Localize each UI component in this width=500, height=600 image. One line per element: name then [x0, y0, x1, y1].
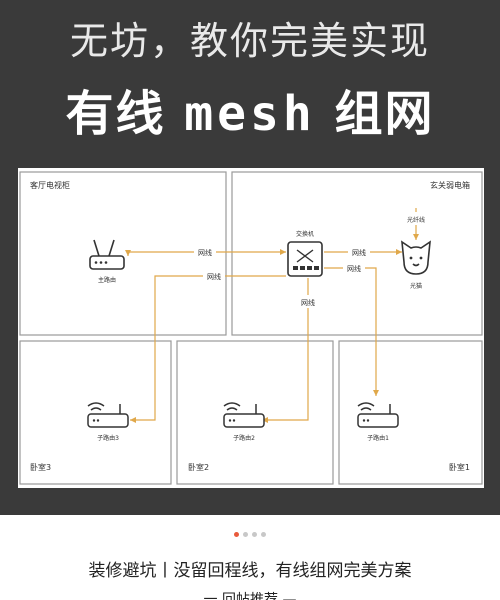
pager-dot[interactable] [243, 532, 248, 537]
room-bedroom2 [176, 340, 334, 485]
network-diagram: 网线 网线 网线 网线 网线 光纤线 客厅电视柜 玄关弱电箱 卧室3 卧室2 卧… [18, 168, 484, 488]
arrow-modem [396, 249, 402, 255]
arrow-sub1 [373, 390, 379, 396]
link-label-modem-sub1: 网线 [347, 264, 361, 273]
room-label-bedroom2: 卧室2 [188, 462, 209, 472]
room-living [19, 171, 227, 336]
device-label-modem: 光猫 [410, 282, 422, 290]
link-switch-sub2 [262, 278, 309, 421]
hero-banner: 无坊，教你完美实现 有线 mesh 组网 [0, 0, 500, 515]
device-label-switch: 交换机 [296, 230, 314, 238]
device-label-sub-router-2: 子路由2 [233, 434, 255, 442]
arrow-switch-left [280, 249, 286, 255]
room-label-weak-box: 玄关弱电箱 [430, 180, 470, 190]
link-modem-sub1 [324, 267, 377, 396]
hero-title-prefix: 有线 [65, 86, 166, 142]
room-label-bedroom3: 卧室3 [30, 462, 51, 472]
switch-icon [287, 241, 323, 277]
pager-dot[interactable] [252, 532, 257, 537]
sub-router-1-icon [357, 402, 399, 428]
room-weak-box [231, 171, 483, 336]
arrow-sub2 [262, 417, 268, 423]
device-label-sub-router-3: 子路由3 [97, 434, 119, 442]
link-label-fiber: 光纤线 [407, 216, 425, 224]
arrow-sub3 [130, 417, 136, 423]
sub-router-3-icon [87, 402, 129, 428]
arrow-main [125, 250, 131, 256]
pager-dot[interactable] [261, 532, 266, 537]
pager-dot[interactable] [234, 532, 239, 537]
link-switch-sub3 [130, 275, 286, 421]
link-label-switch-modem: 网线 [352, 248, 366, 257]
hero-title-suffix: 组网 [334, 86, 435, 142]
modem-icon [401, 240, 431, 275]
hero-title-mesh: mesh [184, 86, 316, 142]
sub-router-2-icon [223, 402, 265, 428]
hero-title: 有线 mesh 组网 [0, 74, 500, 144]
room-label-bedroom1: 卧室1 [449, 462, 470, 472]
link-label-switch-sub3: 网线 [207, 272, 221, 281]
device-label-sub-router-1: 子路由1 [367, 434, 389, 442]
carousel-pager [0, 532, 500, 537]
main-router-icon [89, 239, 125, 270]
link-label-switch-sub2: 网线 [301, 298, 315, 307]
device-label-main-router: 主路由 [98, 276, 116, 284]
room-bedroom1 [338, 340, 483, 485]
link-label-main-switch: 网线 [198, 248, 212, 257]
room-label-living: 客厅电视柜 [30, 180, 70, 190]
room-bedroom3 [19, 340, 172, 485]
arrow-fiber [413, 234, 419, 240]
network-diagram-svg: 网线 网线 网线 网线 网线 光纤线 客厅电视柜 玄关弱电箱 卧室3 卧室2 卧… [19, 171, 483, 485]
post-subtitle: 一 回帖推荐 — [203, 592, 297, 600]
hero-subtitle: 无坊，教你完美实现 [69, 19, 430, 63]
post-title[interactable]: 装修避坑丨没留回程线，有线组网完美方案 [88, 561, 412, 581]
